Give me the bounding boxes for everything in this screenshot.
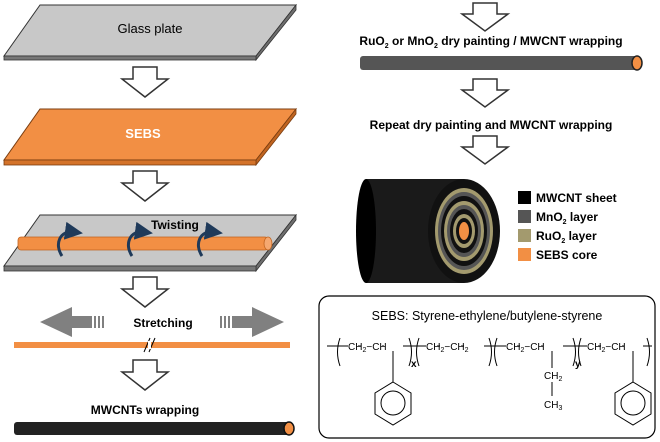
down-arrow-5 [459, 2, 511, 32]
legend-label-mwcnt: MWCNT sheet [536, 191, 617, 205]
sebs-rod [17, 236, 269, 251]
svg-text:CH2: CH2 [544, 371, 562, 383]
legend-label-sebs: SEBS core [536, 248, 598, 262]
legend-swatch-mwcnt [518, 191, 531, 204]
legend-label-mno2: MnO2 layer [536, 210, 598, 226]
sebs-structure-box: SEBS: Styrene-ethylene/butylene-styrene [318, 295, 656, 439]
painting-step-label: RuO2 or MnO2 dry painting / MWCNT wrappi… [359, 34, 622, 50]
polymer-formula-text: CH2−CH CH2−CH2 CH2−CH CH2−CH CH2 CH3 x y [348, 342, 626, 412]
fiber-cross-section [356, 179, 500, 283]
twist-arrow-icon [57, 221, 83, 257]
twist-arrow-icon [197, 221, 223, 257]
twist-arrow-icon [127, 221, 153, 257]
svg-text:CH2−CH2: CH2−CH2 [426, 342, 469, 354]
down-arrow-4 [119, 359, 171, 391]
stretching-label: Stretching [133, 316, 192, 330]
down-arrow-6 [459, 78, 511, 108]
stretched-fiber [14, 337, 290, 353]
legend-swatch-mno2 [518, 210, 531, 223]
svg-text:CH2−CH: CH2−CH [587, 342, 626, 354]
svg-text:CH2−CH: CH2−CH [506, 342, 545, 354]
svg-text:CH2−CH: CH2−CH [348, 342, 387, 354]
repeat-step-label: Repeat dry painting and MWCNT wrapping [370, 118, 613, 132]
legend-swatch-ruo2 [518, 229, 531, 242]
down-arrow-1 [119, 66, 171, 98]
sebs-structure-title: SEBS: Styrene-ethylene/butylene-styrene [372, 309, 603, 323]
mwcnts-wrapping-label: MWCNTs wrapping [91, 403, 199, 417]
stretch-right-arrow-icon [220, 307, 284, 337]
stretch-left-arrow-icon [40, 307, 104, 337]
subscript-y: y [575, 359, 581, 370]
sebs-film: SEBS [3, 107, 298, 167]
polymer-backbone [327, 337, 652, 396]
sebs-label: SEBS [125, 126, 161, 141]
painted-fiber [360, 55, 643, 71]
glass-plate: Glass plate [3, 3, 298, 62]
subscript-x: x [411, 359, 417, 370]
glass-plate-label: Glass plate [117, 21, 182, 36]
twisting-label: Twisting [151, 218, 199, 232]
down-arrow-3 [119, 276, 171, 308]
legend-swatch-sebs [518, 248, 531, 261]
benzene-ring-icon [614, 381, 652, 426]
legend: MWCNT sheet MnO2 layer RuO2 layer SEBS c… [518, 191, 617, 262]
down-arrow-2 [119, 170, 171, 202]
twisting-stage: Twisting [3, 213, 298, 273]
legend-label-ruo2: RuO2 layer [536, 229, 597, 245]
down-arrow-7 [459, 135, 511, 165]
svg-text:CH3: CH3 [544, 400, 562, 412]
mwcnt-wrapped-fiber [14, 421, 295, 436]
benzene-ring-icon [374, 381, 412, 426]
